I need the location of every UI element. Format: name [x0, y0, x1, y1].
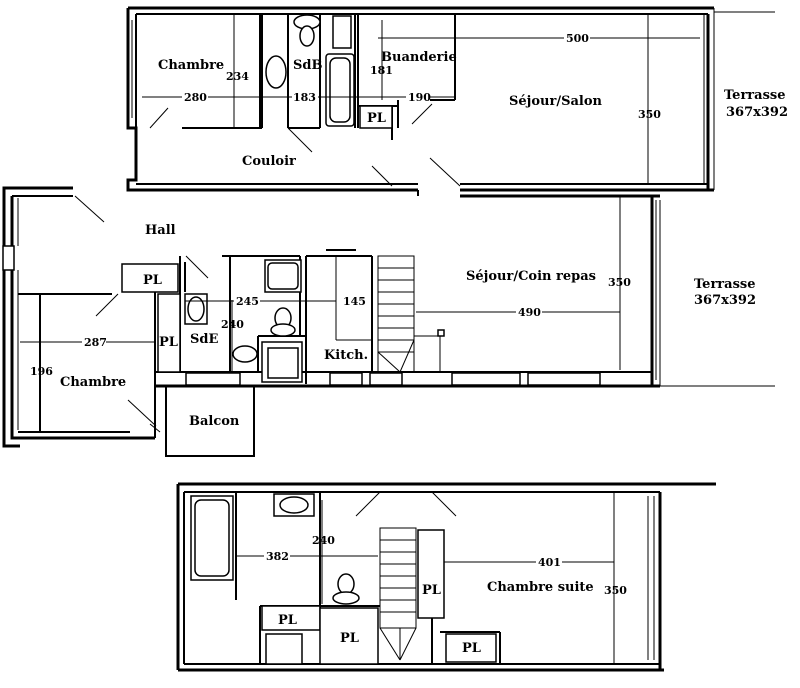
closet-label-upper-mid: PL	[340, 631, 359, 646]
room-balcon: Balcon	[189, 414, 240, 429]
dim-234: 234	[226, 70, 249, 83]
closet-sde	[157, 293, 181, 373]
dim-350-low: 350	[604, 584, 627, 597]
dim-490: 490	[518, 306, 541, 319]
dim-245: 245	[236, 295, 259, 308]
dim-190: 190	[408, 91, 431, 104]
room-chambre-1: Chambre	[158, 58, 224, 73]
closet-upper-left	[261, 605, 321, 631]
room-terrasse-2-size: 367x392	[694, 293, 756, 308]
closet-upper-mid	[319, 607, 379, 665]
upper-doors	[149, 103, 461, 187]
closet-label-hall: PL	[143, 273, 162, 288]
closet-label-upper-stairs: PL	[422, 583, 441, 598]
middle-unit-walls	[2, 186, 775, 457]
dim-183: 183	[293, 91, 316, 104]
dim-240-low: 240	[312, 534, 335, 547]
lower-unit-walls	[176, 482, 716, 672]
closet-label-upper-left: PL	[278, 613, 297, 628]
room-kitch: Kitch.	[324, 348, 368, 363]
closet-label-sde: PL	[159, 335, 178, 350]
closet-upper-stairs	[417, 529, 445, 619]
middle-fixtures	[157, 259, 303, 383]
room-sejour-salon: Séjour/Salon	[509, 94, 603, 109]
upper-unit-walls	[126, 6, 775, 192]
room-terrasse-2: Terrasse	[694, 277, 755, 292]
lower-dimension-lines	[236, 500, 614, 604]
closet-hall	[121, 263, 179, 293]
middle-doors	[74, 195, 209, 433]
room-hall: Hall	[145, 223, 176, 238]
closet-upper-bottom	[445, 633, 497, 663]
closet-buanderie	[359, 105, 393, 129]
room-chambre-2: Chambre	[60, 375, 126, 390]
dim-382: 382	[266, 550, 289, 563]
room-sejour-coin-repas: Séjour/Coin repas	[466, 269, 596, 284]
room-sdb: SdB	[293, 58, 322, 73]
closet-label-upper-bottom: PL	[462, 641, 481, 656]
room-terrasse-1-size: 367x392	[726, 105, 788, 120]
room-terrasse-1: Terrasse	[724, 88, 785, 103]
dim-287: 287	[84, 336, 107, 349]
room-chambre-suite: Chambre suite	[487, 580, 594, 595]
room-sde: SdE	[190, 332, 218, 347]
lower-doors	[355, 491, 457, 517]
dim-350-top: 350	[638, 108, 661, 121]
room-labels: Chambre SdB Buanderie Séjour/Salon Coulo…	[60, 50, 788, 595]
dim-401: 401	[538, 556, 561, 569]
closet-labels: PL PL PL PL PL PL PL	[143, 111, 481, 656]
dim-196: 196	[30, 365, 53, 378]
dim-500: 500	[566, 32, 589, 45]
dimension-labels: 234 280 183 181 190 500 350 245 145 240 …	[30, 32, 661, 597]
closet-label-buanderie: PL	[367, 111, 386, 126]
room-buanderie: Buanderie	[381, 50, 457, 65]
dim-280: 280	[184, 91, 207, 104]
dim-145: 145	[343, 295, 366, 308]
dim-181: 181	[370, 64, 393, 77]
dim-350-mid: 350	[608, 276, 631, 289]
room-couloir: Couloir	[242, 154, 296, 169]
upper-fixtures	[265, 14, 393, 129]
dim-240-mid: 240	[221, 318, 244, 331]
